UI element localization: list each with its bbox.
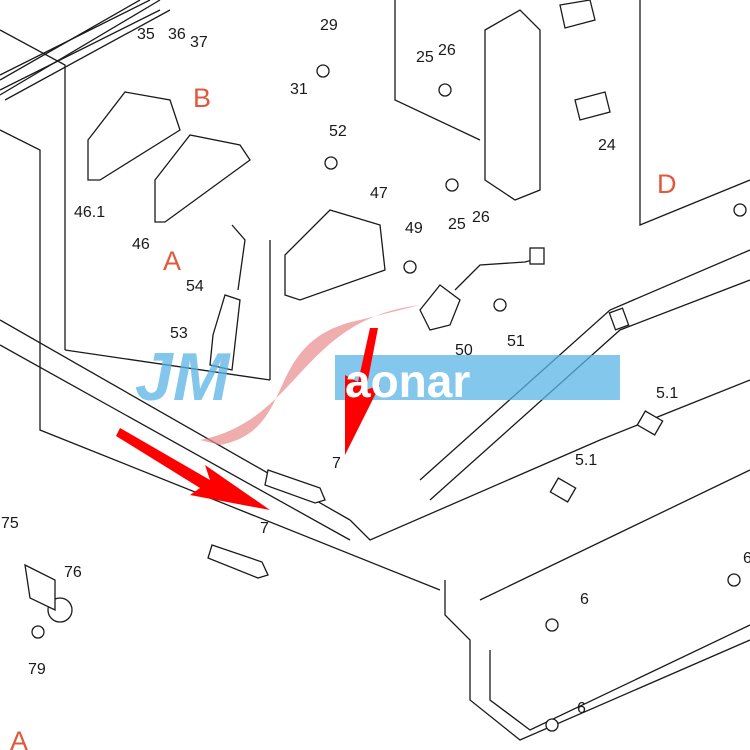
part-label: 79 — [28, 661, 46, 678]
part-label: 46 — [132, 236, 150, 253]
part-numbers: 35 36 37 29 31 25 26 25 26 24 52 47 49 4… — [1, 17, 750, 717]
part-label: 47 — [370, 185, 388, 202]
part-label: 29 — [320, 17, 338, 34]
red-arrows — [116, 328, 380, 510]
rail-part — [0, 0, 171, 101]
screws — [31, 0, 747, 732]
part-label: 49 — [405, 220, 423, 237]
part-label: A — [163, 246, 181, 276]
sensor-53 — [209, 294, 241, 371]
part-label: 75 — [1, 515, 19, 532]
mount-plate — [484, 9, 541, 201]
part-label: 7 — [260, 520, 269, 537]
part-label: 6 — [580, 591, 589, 608]
part-label: 26 — [472, 209, 490, 226]
part-label: 6 — [743, 550, 750, 567]
part-label: 46.1 — [74, 204, 105, 221]
part-label: 24 — [598, 137, 616, 154]
part-label: B — [193, 83, 211, 113]
part-label: 5.1 — [656, 385, 678, 402]
watermark-logo: JM — [135, 305, 620, 445]
part-label: 37 — [190, 34, 208, 51]
bracket-47 — [284, 209, 386, 301]
part-label: 50 — [455, 342, 473, 359]
watermark-left-text: JM — [135, 339, 231, 415]
switch-50 — [419, 284, 461, 331]
part-label: D — [657, 169, 677, 199]
plate-46 — [154, 134, 251, 223]
part-label: 26 — [438, 42, 456, 59]
part-label: 51 — [507, 333, 525, 350]
watermark-right-text: aonar — [345, 355, 470, 407]
part-label: 53 — [170, 325, 188, 342]
reference-letters: B A D A — [10, 83, 677, 750]
arrow-icon — [345, 328, 380, 455]
part-label: 35 — [137, 26, 155, 43]
part-label: 25 — [416, 49, 434, 66]
pins — [24, 410, 664, 623]
part-label: 25 — [448, 216, 466, 233]
part-label: 31 — [290, 81, 308, 98]
part-label: 76 — [64, 564, 82, 581]
part-label: A — [10, 726, 28, 750]
part-label: 5.1 — [575, 452, 597, 469]
part-label: 7 — [332, 455, 341, 472]
plate-46-1 — [87, 91, 181, 181]
part-label: 52 — [329, 123, 347, 140]
arrow-icon — [116, 428, 270, 510]
part-label: 36 — [168, 26, 186, 43]
part-label: 6 — [577, 700, 586, 717]
part-label: 54 — [186, 278, 204, 295]
